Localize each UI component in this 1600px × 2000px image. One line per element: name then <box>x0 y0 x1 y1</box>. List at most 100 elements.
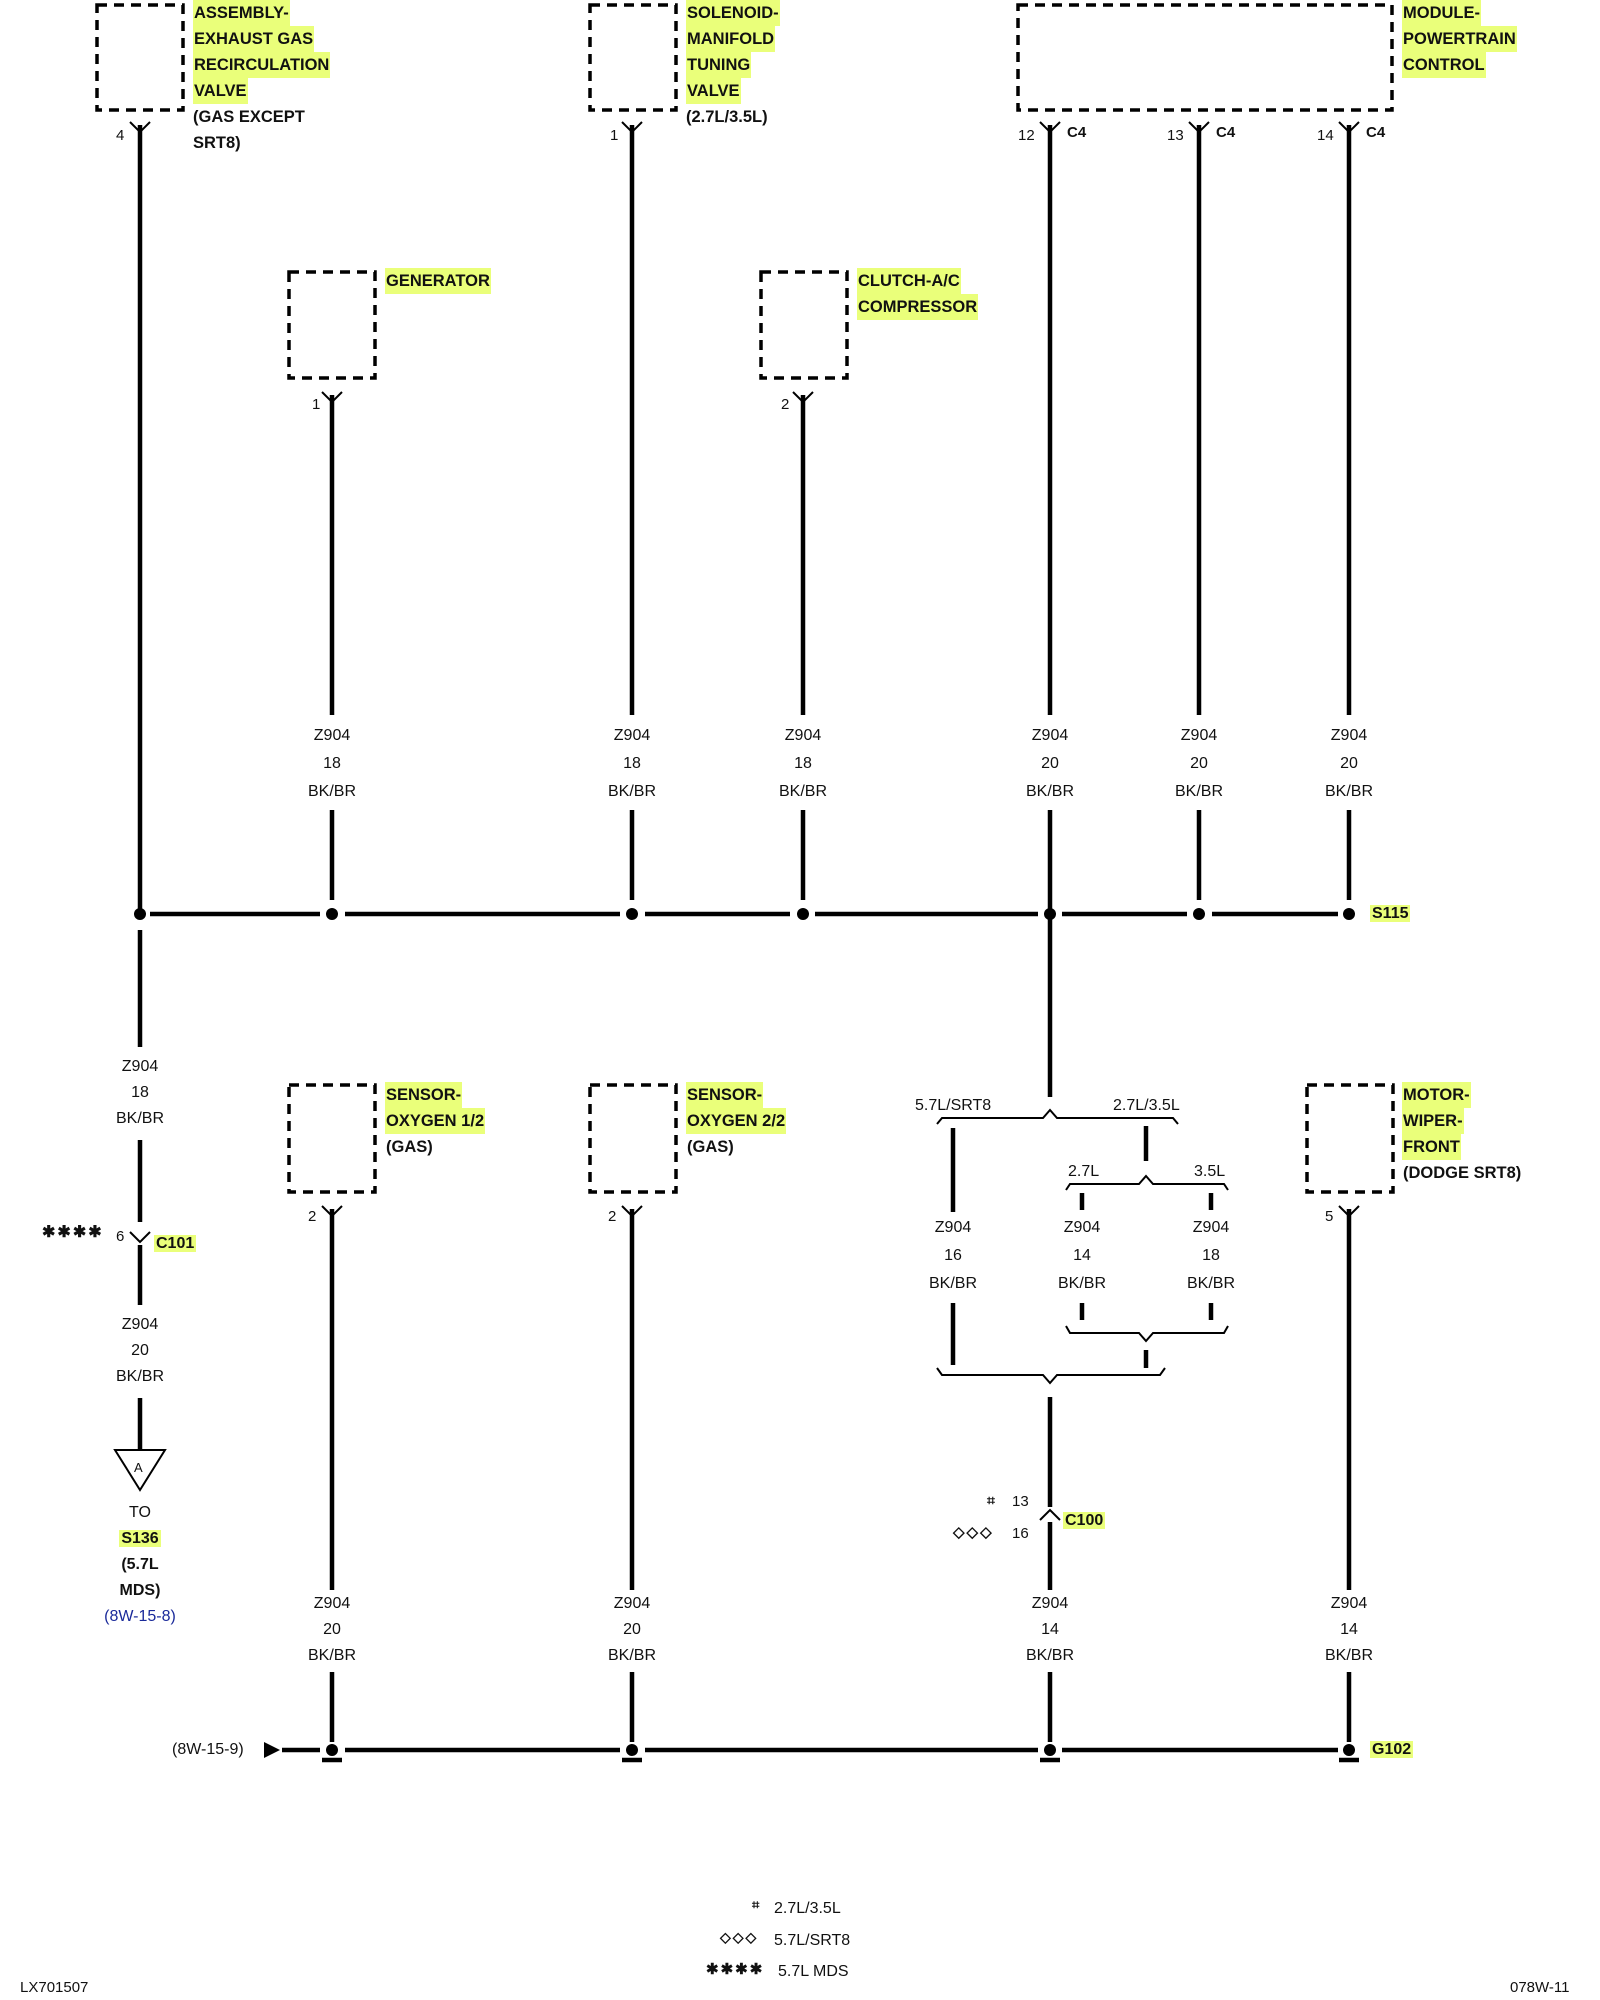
circuit-id: Z904 <box>121 1058 159 1075</box>
splice-s115-label: S115 <box>1370 904 1411 924</box>
label-line: WIPER- <box>1402 1108 1464 1134</box>
label-line: FRONT <box>1402 1134 1461 1160</box>
manifold-solenoid-note: (2.7L/3.5L) <box>686 108 768 126</box>
wire-color: BK/BR <box>1057 1275 1106 1292</box>
pin-number: 6 <box>116 1228 125 1245</box>
egr-valve-note: (GAS EXCEPT SRT8) <box>193 104 305 156</box>
label-line: RECIRCULATION <box>193 52 331 78</box>
wire-color: BK/BR <box>307 1647 356 1664</box>
page-number: 078W-11 <box>1510 1979 1570 1996</box>
wire-gauge: 18 <box>131 1084 149 1101</box>
sym-27-35: ⌗ <box>987 1492 997 1508</box>
wire-gauge: 20 <box>623 1621 641 1638</box>
wire-gauge: 18 <box>623 755 641 772</box>
wire-gauge: 18 <box>794 755 812 772</box>
connector-c100-label: C100 <box>1063 1511 1106 1531</box>
egr-valve-box <box>95 3 185 112</box>
legend-text: 2.7L/3.5L <box>774 1900 841 1917</box>
label-line: TUNING <box>686 52 752 78</box>
note-line: SRT8) <box>193 134 241 152</box>
circuit-id: Z904 <box>1031 727 1069 744</box>
oxygen-sensor-1-label: SENSOR- OXYGEN 1/2 (GAS) <box>385 1082 486 1160</box>
circuit-id: Z904 <box>934 1219 972 1236</box>
label-line: GENERATOR <box>385 268 491 294</box>
label-line: OXYGEN 2/2 <box>686 1108 787 1134</box>
circuit-id: Z904 <box>613 1595 651 1612</box>
circuit-id: Z904 <box>1031 1595 1069 1612</box>
generator-box <box>287 270 377 380</box>
wire-gauge: 14 <box>1041 1621 1059 1638</box>
branch-label-27: 2.7L <box>1068 1163 1100 1180</box>
label-line: CLUTCH-A/C <box>857 268 961 294</box>
pin-number: 13 <box>1012 1493 1029 1510</box>
legend-text: 5.7L/SRT8 <box>774 1932 851 1949</box>
branch-label-57-srt8: 5.7L/SRT8 <box>915 1097 992 1114</box>
connector-c101-label: C101 <box>154 1234 197 1254</box>
wiper-motor-box <box>1305 1083 1395 1194</box>
label-line: SENSOR- <box>686 1082 764 1108</box>
lower-wires <box>329 1126 1352 1742</box>
pin-terminals <box>129 121 1360 1521</box>
wire-color: BK/BR <box>115 1368 164 1385</box>
note-line: (GAS EXCEPT <box>193 108 305 126</box>
mds-symbol: ✱✱✱✱ <box>42 1224 104 1241</box>
connector-id: C4 <box>1216 124 1236 141</box>
branch-label-35: 3.5L <box>1194 1163 1226 1180</box>
oxygen-sensor-2-label: SENSOR- OXYGEN 2/2 (GAS) <box>686 1082 787 1160</box>
legend-symbol: ◇◇◇ <box>720 1929 759 1945</box>
wire-color: BK/BR <box>1324 783 1373 800</box>
sym-57-srt8: ◇◇◇ <box>953 1524 994 1541</box>
label-line: EXHAUST GAS <box>193 26 315 52</box>
offpage-page-ref[interactable]: (8W-15-8) <box>104 1608 176 1625</box>
pin-number: 5 <box>1325 1208 1334 1225</box>
label-line: ASSEMBLY- <box>193 0 290 26</box>
wire-color: BK/BR <box>607 783 656 800</box>
circuit-id: Z904 <box>1063 1219 1101 1236</box>
wire-gauge: 18 <box>323 755 341 772</box>
wire-color: BK/BR <box>1186 1275 1235 1292</box>
wire-color: BK/BR <box>1174 783 1223 800</box>
connector-id: C100 <box>1063 1512 1106 1529</box>
wire-gauge: 20 <box>1340 755 1358 772</box>
wire-gauge: 20 <box>1041 755 1059 772</box>
offpage-letter: A <box>134 1460 143 1475</box>
legend-symbol: ✱✱✱✱ <box>706 1961 765 1978</box>
label-line: MANIFOLD <box>686 26 776 52</box>
diagram-id: LX701507 <box>20 1979 89 1996</box>
offpage-note: (5.7L MDS) <box>119 1556 161 1599</box>
ac-clutch-box <box>759 270 849 380</box>
upper-wires <box>137 125 1352 1097</box>
label-line: VALVE <box>193 78 248 104</box>
egr-valve-label: ASSEMBLY- EXHAUST GAS RECIRCULATION VALV… <box>193 0 331 104</box>
ground-g102-label: G102 <box>1370 1740 1414 1760</box>
wire-color: BK/BR <box>928 1275 977 1292</box>
ground-dots <box>326 1744 1355 1756</box>
pin-number: 2 <box>608 1208 617 1225</box>
circuit-id: Z904 <box>313 1595 351 1612</box>
circuit-id: Z904 <box>1180 727 1218 744</box>
ground-page-ref[interactable]: (8W-15-9) <box>172 1741 244 1758</box>
pin-number: 2 <box>308 1208 317 1225</box>
wire-color: BK/BR <box>1025 1647 1074 1664</box>
wire-color: BK/BR <box>778 783 827 800</box>
label-line: POWERTRAIN <box>1402 26 1517 52</box>
legend-symbol: ⌗ <box>752 1897 762 1912</box>
offpage-splice: S136 <box>119 1530 161 1547</box>
wire-gauge: 16 <box>944 1247 962 1264</box>
connector-id: C4 <box>1366 124 1386 141</box>
wire-color: BK/BR <box>1025 783 1074 800</box>
connector-id: C101 <box>154 1235 197 1252</box>
label-line: SOLENOID- <box>686 0 780 26</box>
